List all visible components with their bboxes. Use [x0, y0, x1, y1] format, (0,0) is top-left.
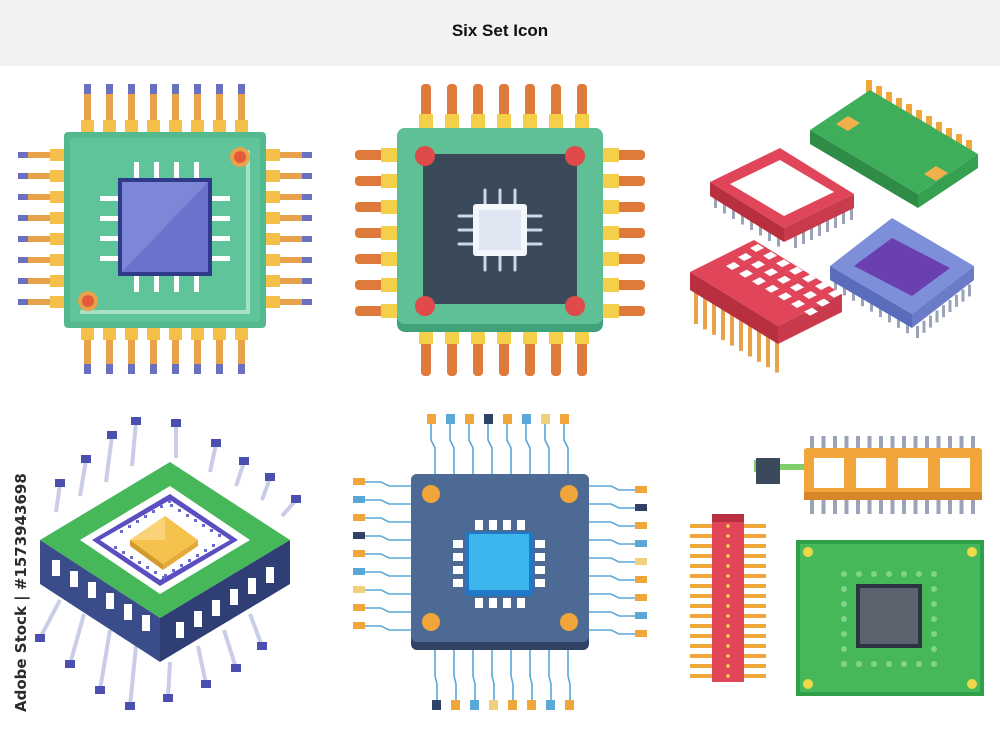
page-title: Six Set Icon — [451, 21, 549, 40]
memory-modules-icon — [670, 70, 1000, 390]
header-bar: Six Set Icon — [0, 0, 1000, 66]
microchip-green-cpu-icon — [0, 70, 330, 390]
microchip-teal-processor-icon — [335, 70, 665, 390]
isometric-cpu-icon — [0, 400, 330, 730]
circuit-components-icon — [670, 400, 1000, 730]
blue-circuit-chip-icon — [335, 400, 665, 730]
